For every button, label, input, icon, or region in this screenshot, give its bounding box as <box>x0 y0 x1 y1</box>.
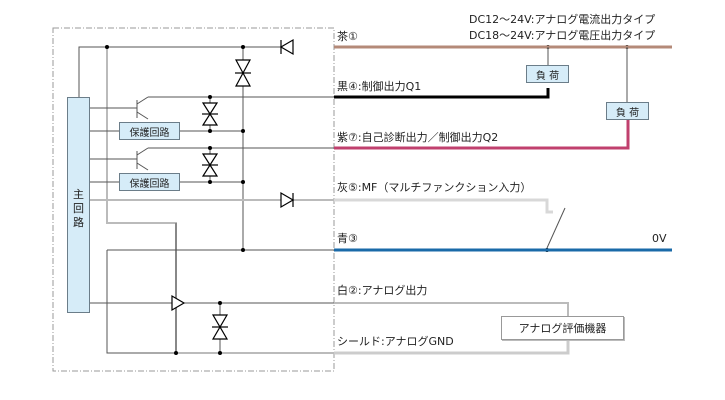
diode-icon <box>280 191 295 209</box>
zener-diode-icon <box>211 314 229 340</box>
main-circuit-block: 主 回 路 <box>67 97 90 313</box>
wire-label-black: 黒④:制御出力Q1 <box>337 80 422 93</box>
wire-violet <box>334 120 630 150</box>
wire-label-brown: 茶① <box>337 30 358 43</box>
wire-label-violet: 紫⑦:自己診断出力／制御出力Q2 <box>337 131 499 144</box>
zener-diode-icon <box>201 102 219 126</box>
load-box-1: 負 荷 <box>526 65 569 83</box>
wire-label-shield: シールド:アナログGND <box>337 335 454 348</box>
main-circuit-label: 主 <box>73 188 84 201</box>
zero-volt-label: 0V <box>652 232 667 245</box>
wire-shield <box>334 340 570 355</box>
wire-label-gray: 灰⑤:MF（マルチファンクション入力） <box>337 181 532 194</box>
wire-label-white: 白②:アナログ出力 <box>337 284 428 297</box>
wire-white <box>334 302 569 320</box>
main-circuit-label: 回 <box>73 202 84 215</box>
wire-gray <box>334 198 553 214</box>
analog-device-box: アナログ評価機器 <box>501 316 624 340</box>
supply-note-current: DC12〜24V:アナログ電流出力タイプ <box>469 13 656 26</box>
supply-note-voltage: DC18〜24V:アナログ電圧出力タイプ <box>469 29 656 42</box>
switch-icon <box>546 207 566 249</box>
wire-black <box>334 88 550 99</box>
protection-circuit-2: 保護回路 <box>119 173 180 191</box>
diode-icon <box>279 38 294 56</box>
amplifier-icon <box>171 294 186 312</box>
zener-diode-icon <box>234 59 252 87</box>
load-box-2: 負 荷 <box>606 102 649 120</box>
internal-wire-top <box>78 46 282 97</box>
wire-label-blue: 青③ <box>337 232 358 245</box>
main-circuit-label: 路 <box>73 216 84 229</box>
zener-diode-icon <box>201 153 219 177</box>
protection-circuit-1: 保護回路 <box>119 122 180 140</box>
